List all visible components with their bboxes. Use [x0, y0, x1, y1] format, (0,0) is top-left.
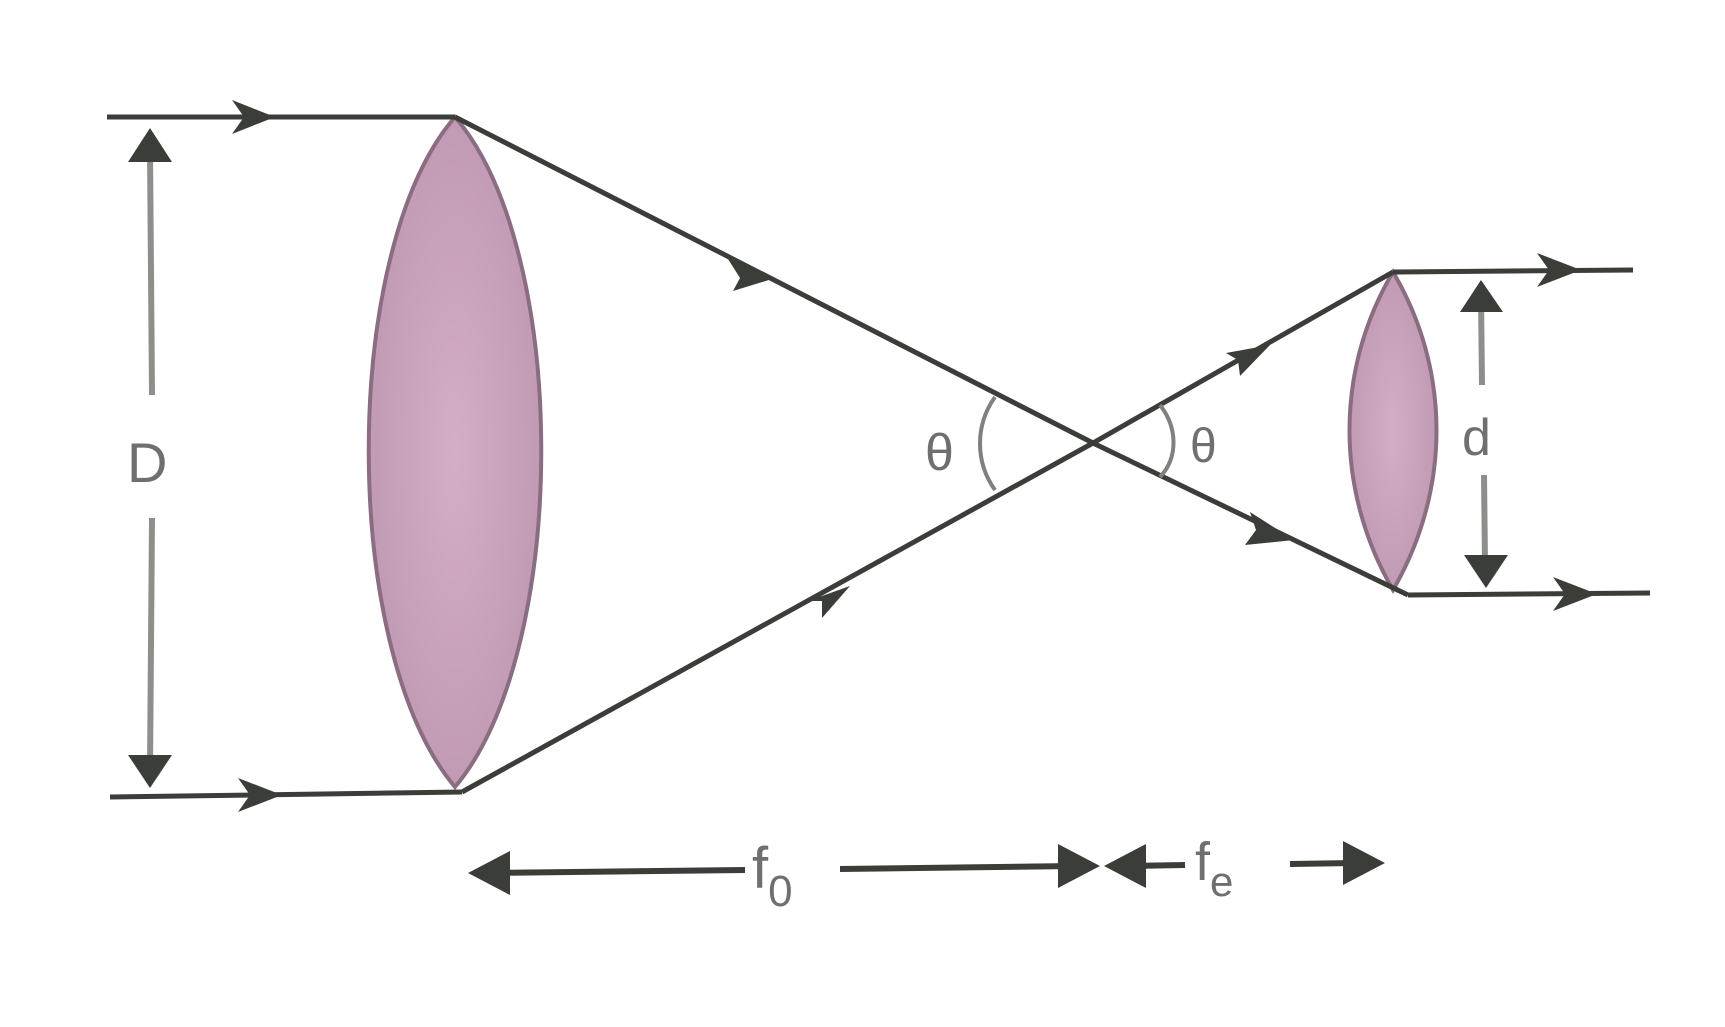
D-arrow-down [128, 755, 172, 788]
angle-label-left: θ [925, 424, 954, 482]
D-arrow-up [128, 128, 172, 162]
crossing-rays [453, 114, 1410, 795]
objective-lens [366, 113, 544, 791]
ray-arrow-upper-right [1226, 345, 1270, 376]
angle-arc-right [1158, 403, 1176, 479]
eyepiece-lens [1347, 268, 1439, 594]
aperture-D-dimension [147, 149, 155, 771]
f0-arrow-left [468, 851, 510, 895]
d-arrow-up [1460, 280, 1503, 312]
focal-length-f0-dimension [489, 863, 1076, 876]
f0-label: f0 [752, 836, 793, 916]
d-arrow-down [1464, 555, 1508, 588]
angle-label-right: θ [1190, 420, 1217, 473]
outgoing-ray-top-arrow [1537, 253, 1581, 287]
aperture-D-label: D [127, 431, 167, 494]
outgoing-rays [1392, 267, 1651, 598]
ray-arrow-lower-right [1245, 512, 1294, 545]
aperture-d-label: d [1462, 409, 1491, 467]
outgoing-ray-bottom-arrow [1553, 577, 1597, 611]
incoming-ray-top-arrow [232, 100, 275, 134]
fe-arrow-left [1104, 844, 1146, 888]
incoming-ray-bottom-arrow [238, 778, 282, 812]
ray-arrow-lower-left [808, 586, 850, 618]
ray-arrow-upper-left [728, 259, 772, 291]
incoming-rays [107, 114, 463, 800]
f0-arrow-right [1058, 844, 1100, 888]
fe-label: fe [1195, 832, 1233, 905]
angle-arc-left [978, 395, 997, 492]
fe-arrow-right [1343, 841, 1385, 885]
focal-length-fe-dimension [1124, 860, 1356, 869]
